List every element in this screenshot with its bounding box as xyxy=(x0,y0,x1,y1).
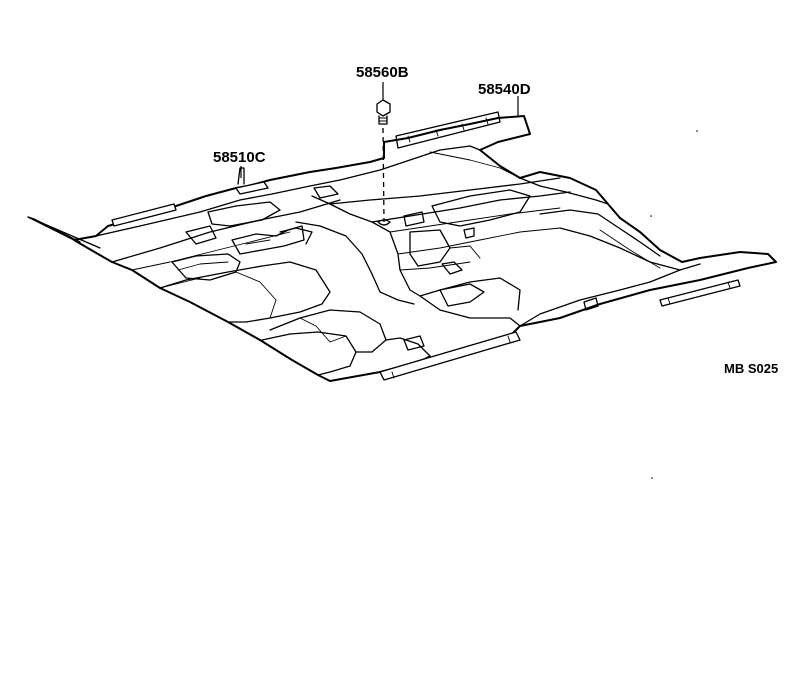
leader-lines xyxy=(240,82,519,178)
clip-part xyxy=(376,99,391,226)
speck xyxy=(650,215,652,217)
side-sill-brackets xyxy=(111,111,741,381)
diagram-code: MB S025 xyxy=(724,361,778,376)
right-center-block xyxy=(313,185,531,351)
part-label-front-floor: 58510C xyxy=(213,149,266,166)
speck xyxy=(696,130,698,132)
part-label-clip: 58560B xyxy=(356,64,409,81)
left-floor-section xyxy=(159,201,431,376)
floor-pan-outline xyxy=(27,115,777,382)
part-label-rear-floor: 58540D xyxy=(478,81,531,98)
speck xyxy=(651,477,653,479)
